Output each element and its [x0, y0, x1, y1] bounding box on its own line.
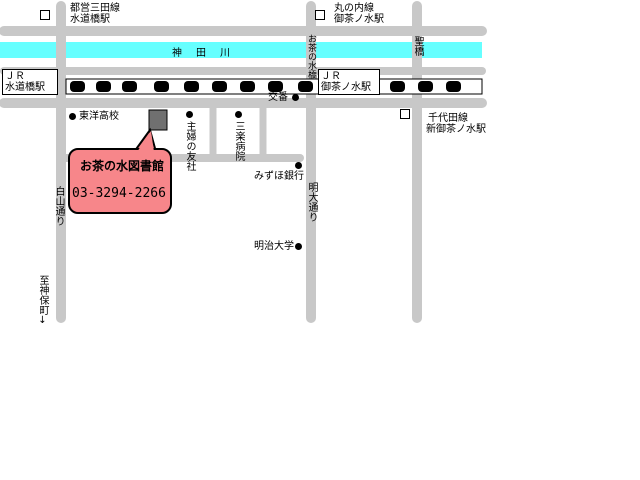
to-jimbocho: 至神保町↓: [37, 275, 48, 326]
toyo-high-marker: [69, 113, 76, 120]
library-name: お茶の水図書館: [80, 159, 165, 173]
mizuho-marker: [295, 162, 302, 169]
meiji-univ-marker: [295, 243, 302, 250]
jr-suidobashi-name: 水道橋駅: [5, 82, 45, 93]
meiji-univ-label: 明治大学: [254, 241, 294, 252]
jr-ochanomizu-station: ＪＲ 御茶ノ水駅: [318, 69, 380, 95]
library-building: [148, 109, 168, 131]
jr-ochanomizu-jr: ＪＲ: [321, 71, 341, 82]
koban-marker: [292, 94, 299, 101]
kanda-river-label: 神田川: [172, 48, 244, 59]
jr-suidobashi-station: ＪＲ 水道橋駅: [2, 69, 58, 95]
station-marker-shin-ochanomizu: [400, 109, 410, 119]
shufu-no-tomo-label: 主婦の友社: [184, 121, 195, 171]
toei-mita-line: 都営三田線: [70, 3, 120, 14]
shin-ochanomizu-station: 新御茶ノ水駅: [426, 124, 486, 135]
roads: [0, 1, 487, 323]
marunouchi-line: 丸の内線: [334, 3, 374, 14]
jr-suidobashi-jr: ＪＲ: [5, 71, 25, 82]
suidobashi-subway: 水道橋駅: [70, 14, 110, 25]
jr-ochanomizu-name: 御茶ノ水駅: [321, 82, 371, 93]
sanraku-hospital-marker: [235, 111, 242, 118]
rail-ties: [70, 81, 461, 92]
mizuho-label: みずほ銀行: [254, 171, 304, 182]
hakusan-street: 白山通り: [53, 186, 64, 226]
station-marker-ochanomizu: [315, 10, 325, 20]
toyo-high-label: 東洋高校: [79, 111, 119, 122]
library-tel: 03-3294-2266: [72, 186, 166, 201]
koban-label: 交番: [268, 92, 288, 103]
ochanomizu-bridge: お茶の水橋: [306, 34, 316, 79]
library-callout: [68, 148, 172, 214]
meidai-street: 明大通り: [306, 182, 317, 222]
kanda-river: [0, 42, 482, 58]
station-marker-suidobashi: [40, 10, 50, 20]
shufu-no-tomo-marker: [186, 111, 193, 118]
sanraku-hospital-label: 三楽病院: [233, 121, 244, 161]
chiyoda-line: 千代田線: [428, 113, 468, 124]
ochanomizu-subway: 御茶ノ水駅: [334, 14, 384, 25]
hijiri-bridge: 聖橋: [412, 36, 423, 56]
